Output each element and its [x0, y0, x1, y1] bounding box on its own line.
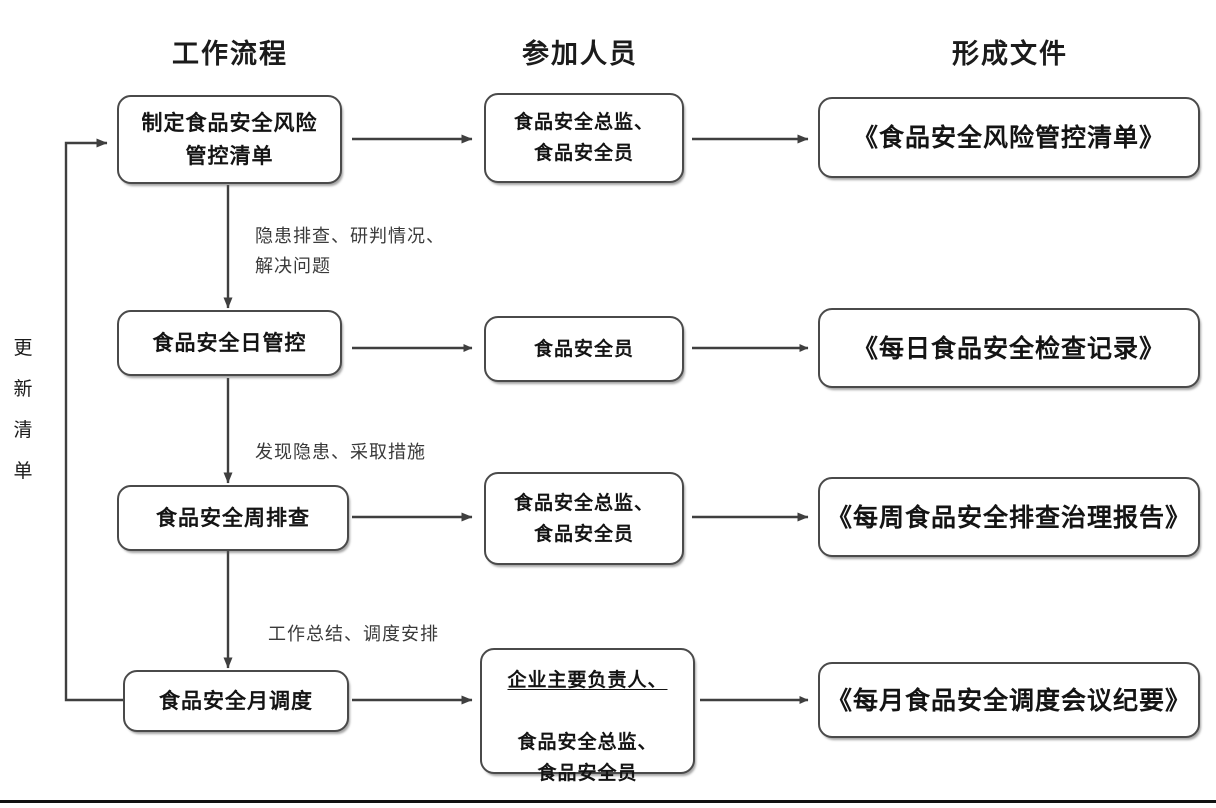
column-header-document: 形成文件	[952, 39, 1068, 70]
people-node-2-label: 食品安全员	[533, 337, 634, 360]
column-header-process: 工作流程	[172, 39, 288, 70]
process-node-2-label: 食品安全日管控	[152, 330, 307, 355]
side-caption-char-4: 单	[13, 460, 33, 482]
side-caption-update-list: 更 新 清 单	[6, 328, 40, 492]
people-node-3[interactable]: 食品安全总监、 食品安全员	[484, 472, 684, 565]
edge-label-3: 工作总结、调度安排	[268, 624, 439, 645]
process-node-1-label: 制定食品安全风险 管控清单	[141, 110, 318, 168]
document-node-4-label: 《每月食品安全调度会议纪要》	[826, 685, 1191, 715]
people-node-3-label: 食品安全总监、 食品安全员	[513, 491, 654, 545]
document-node-4[interactable]: 《每月食品安全调度会议纪要》	[818, 662, 1200, 738]
side-caption-char-1: 更	[13, 337, 33, 359]
process-node-3[interactable]: 食品安全周排查	[117, 485, 349, 551]
people-node-4[interactable]: 企业主要负责人、 食品安全总监、 食品安全员	[480, 648, 695, 784]
edge-label-1: 隐患排查、研判情况、 解决问题	[255, 226, 445, 277]
document-node-1-label: 《食品安全风险管控清单》	[852, 123, 1165, 152]
document-node-3-label: 《每周食品安全排查治理报告》	[826, 502, 1191, 532]
people-node-2[interactable]: 食品安全员	[484, 316, 684, 382]
process-node-1[interactable]: 制定食品安全风险 管控清单	[117, 95, 342, 184]
document-node-1[interactable]: 《食品安全风险管控清单》	[818, 97, 1200, 178]
page-bottom-rule	[0, 800, 1216, 803]
process-node-3-label: 食品安全周排查	[156, 505, 310, 530]
people-node-1-label: 食品安全总监、 食品安全员	[513, 111, 654, 164]
document-node-2[interactable]: 《每日食品安全检查记录》	[818, 308, 1200, 388]
document-node-2-label: 《每日食品安全检查记录》	[852, 333, 1165, 363]
process-node-2[interactable]: 食品安全日管控	[117, 310, 342, 376]
side-caption-char-2: 新	[13, 378, 33, 400]
process-node-4[interactable]: 食品安全月调度	[123, 670, 349, 732]
people-node-4-label: 企业主要负责人、 食品安全总监、 食品安全员	[501, 634, 673, 789]
document-node-3[interactable]: 《每周食品安全排查治理报告》	[818, 477, 1200, 557]
process-node-4-label: 食品安全月调度	[159, 688, 313, 713]
edge-label-2: 发现隐患、采取措施	[255, 442, 426, 463]
people-node-4-secondary: 食品安全总监、 食品安全员	[517, 730, 658, 784]
people-node-1[interactable]: 食品安全总监、 食品安全员	[484, 93, 684, 183]
people-node-4-primary: 企业主要负责人、	[507, 668, 668, 691]
column-header-people: 参加人员	[522, 39, 638, 70]
side-caption-char-3: 清	[13, 419, 33, 441]
